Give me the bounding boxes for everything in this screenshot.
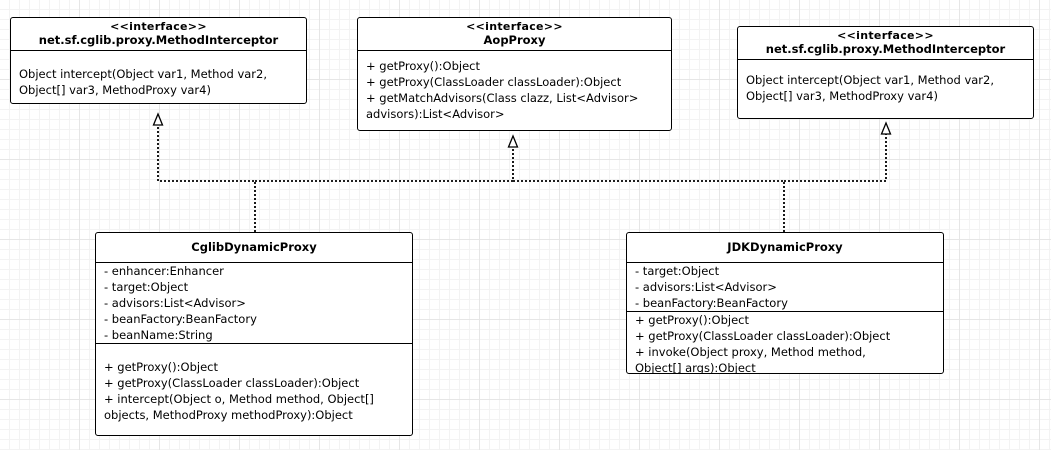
field-line: - target:Object [104,280,189,294]
field-line: - target:Object [635,264,720,278]
methods-section: + getProxy():Object + getProxy(ClassLoad… [358,51,671,122]
field-line: - enhancer:Enhancer [104,264,224,278]
field-line: - beanFactory:BeanFactory [635,296,788,310]
method-line: Object[] args):Object [635,361,756,374]
interface-header: <<interface>> net.sf.cglib.proxy.MethodI… [11,18,306,51]
interface-name: net.sf.cglib.proxy.MethodInterceptor [765,42,1006,56]
method-line: + getProxy(ClassLoader classLoader):Obje… [366,75,622,89]
methods-section: Object intercept(Object var1, Method var… [11,51,306,98]
method-interceptor-interface-right[interactable]: <<interface>> net.sf.cglib.proxy.MethodI… [737,26,1034,119]
method-line: Object[] var3, MethodProxy var4) [19,83,211,97]
stereotype-label: <<interface>> [466,20,563,33]
method-line: + getProxy(ClassLoader classLoader):Obje… [635,329,891,343]
method-line: + getProxy():Object [104,360,218,374]
class-header: CglibDynamicProxy [96,233,412,263]
class-name: JDKDynamicProxy [727,240,843,254]
field-line: - advisors:List<Advisor> [104,296,246,310]
jdk-to-right-interface-line [784,134,887,182]
cglib-dynamic-proxy-class[interactable]: CglibDynamicProxy - enhancer:Enhancer - … [95,232,413,436]
method-line: + invoke(Object proxy, Method method, [635,345,866,359]
aop-arrowhead [507,134,519,148]
method-line: + getProxy():Object [635,313,749,327]
stereotype-label: <<interface>> [110,20,207,33]
field-line: - advisors:List<Advisor> [635,280,777,294]
method-interceptor-interface-left[interactable]: <<interface>> net.sf.cglib.proxy.MethodI… [10,17,307,104]
class-header: JDKDynamicProxy [627,233,943,263]
method-line: Object intercept(Object var1, Method var… [19,67,268,81]
aop-proxy-interface[interactable]: <<interface>> AopProxy + getProxy():Obje… [357,17,672,131]
interface-name: AopProxy [483,33,546,47]
interface-header: <<interface>> net.sf.cglib.proxy.MethodI… [738,27,1033,60]
method-line: Object intercept(Object var1, Method var… [746,73,995,87]
class-name: CglibDynamicProxy [191,240,317,254]
interface-header: <<interface>> AopProxy [358,18,671,51]
cglib-to-left-interface-line [157,125,256,232]
field-line: - beanName:String [104,328,213,342]
method-line: + getProxy(ClassLoader classLoader):Obje… [104,376,360,390]
fields-section: - target:Object - advisors:List<Advisor>… [627,263,943,312]
stereotype-label: <<interface>> [837,29,934,42]
jdk-dynamic-proxy-class[interactable]: JDKDynamicProxy - target:Object - adviso… [626,232,944,374]
method-line: Object[] var3, MethodProxy var4) [746,89,938,103]
methods-section: Object intercept(Object var1, Method var… [738,60,1033,104]
method-line: + intercept(Object o, Method method, Obj… [104,392,374,406]
cglib-to-aop-line [255,147,514,182]
methods-section: + getProxy():Object + getProxy(ClassLoad… [96,344,412,423]
right-interface-arrowhead [880,121,892,135]
jdk-to-aop-line [513,180,785,232]
methods-section: + getProxy():Object + getProxy(ClassLoad… [627,312,943,374]
left-interface-arrowhead [152,112,164,126]
method-line: advisors):List<Advisor> [366,107,505,121]
method-line: + getProxy():Object [366,59,480,73]
fields-section: - enhancer:Enhancer - target:Object - ad… [96,263,412,344]
method-line: objects, MethodProxy methodProxy):Object [104,408,353,422]
method-line: + getMatchAdvisors(Class clazz, List<Adv… [366,91,639,105]
interface-name: net.sf.cglib.proxy.MethodInterceptor [38,33,279,47]
field-line: - beanFactory:BeanFactory [104,312,257,326]
